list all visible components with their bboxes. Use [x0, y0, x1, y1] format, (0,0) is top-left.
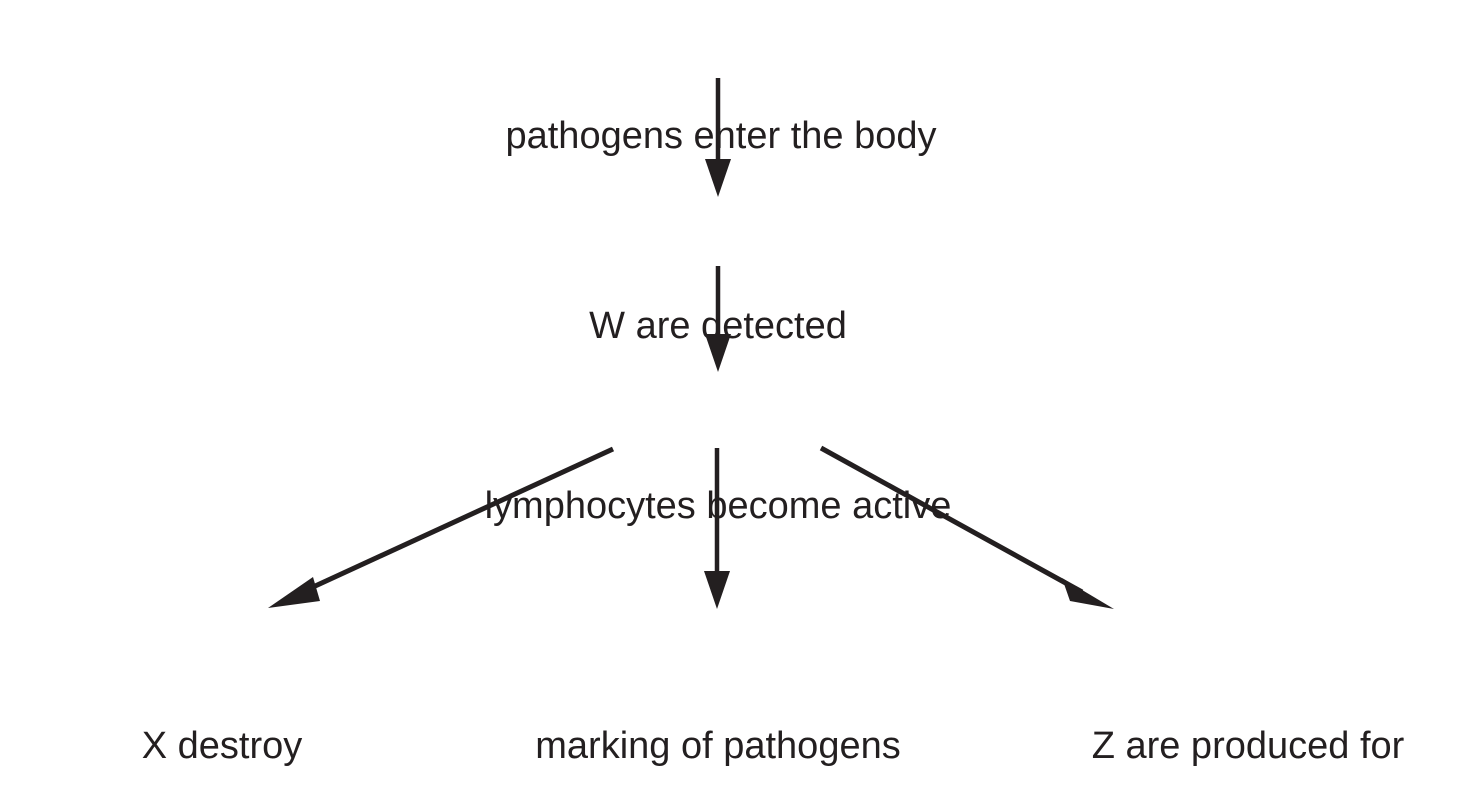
arrow-head-down-right-icon: [1062, 578, 1114, 609]
node-z-are-produced-for-long-term-immunity: Z are produced for long-term immunity: [1028, 626, 1468, 809]
arrow-head-down-left-icon: [268, 577, 320, 608]
node-x-destroy-pathogens-directly: X destroy pathogens directly: [22, 626, 422, 809]
arrow-w-detected-to-lymphocytes: [705, 266, 731, 372]
arrow-shaft: [819, 445, 1084, 595]
arrow-lymphocytes-to-z-produced: [819, 445, 1114, 609]
node-line: lymphocytes become active: [484, 485, 952, 527]
arrow-shaft: [298, 446, 615, 596]
arrow-head-down-icon: [704, 571, 730, 609]
arrow-head-down-icon: [705, 159, 731, 197]
node-lymphocytes-become-active: lymphocytes become active: [393, 386, 1043, 626]
node-marking-of-pathogens: marking of pathogens occurs so that they…: [468, 626, 968, 809]
node-pathogens-enter-the-body: pathogens enter the body: [421, 16, 1021, 256]
node-line: X destroy: [141, 725, 303, 767]
arrow-lymphocytes-to-x-destroy: [268, 446, 615, 608]
arrow-pathogens-to-w-detected: [705, 78, 731, 197]
node-line: pathogens enter the body: [505, 115, 937, 157]
arrow-lymphocytes-to-marking: [704, 448, 730, 609]
node-line: W are detected: [589, 305, 847, 347]
node-w-are-detected: W are detected: [468, 206, 968, 446]
arrow-head-down-icon: [705, 334, 731, 372]
node-line: marking of pathogens: [535, 725, 901, 767]
node-line: Z are produced for: [1091, 725, 1405, 767]
